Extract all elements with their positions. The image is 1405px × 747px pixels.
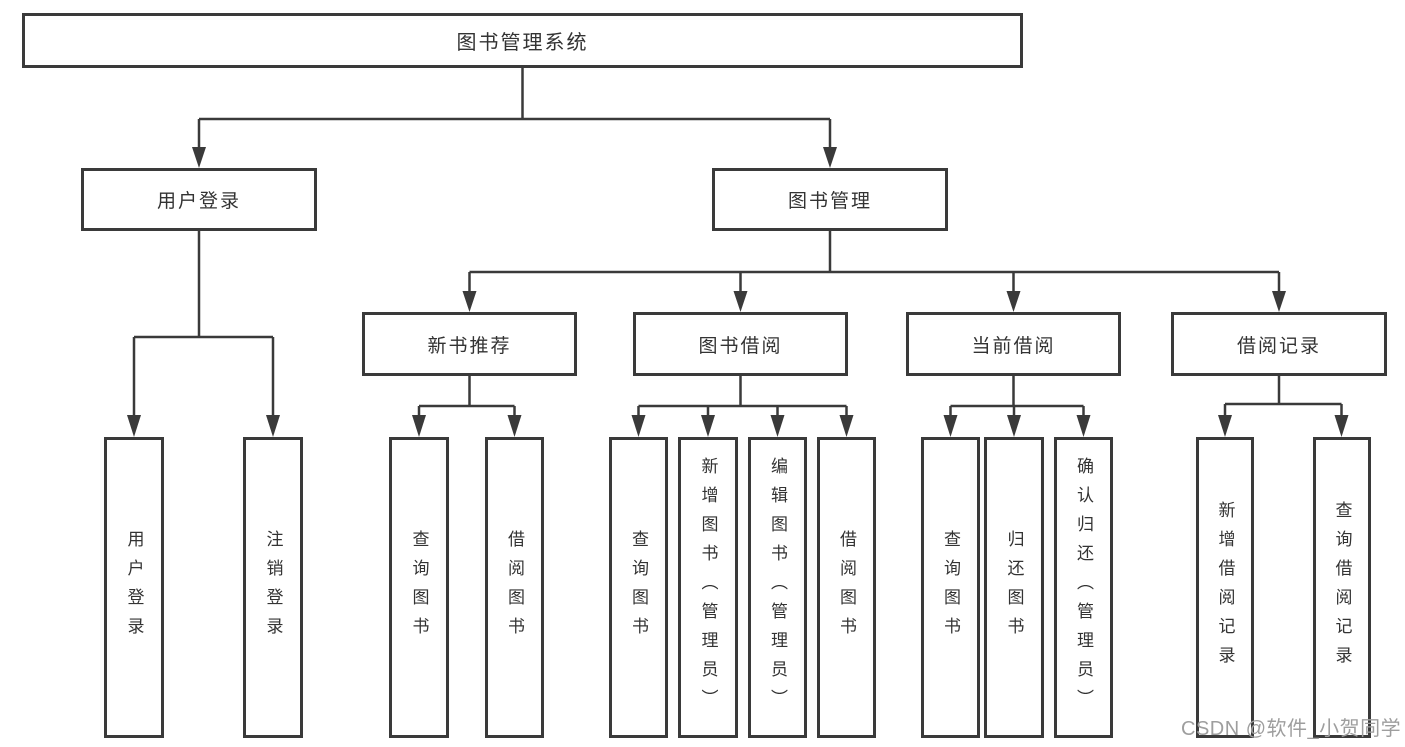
node-book-borrow: 图书借阅 xyxy=(633,312,848,376)
node-label: 确认归还（管理员） xyxy=(1074,457,1093,718)
leaf-query-books-current: 查询图书 xyxy=(921,437,980,738)
node-label: 图书借阅 xyxy=(698,335,783,357)
node-label: 注销登录 xyxy=(263,529,283,646)
connector-root-to-level2 xyxy=(192,68,837,168)
node-label: 图书管理 xyxy=(787,191,872,212)
node-label: 归还图书 xyxy=(1004,529,1024,646)
node-label: 查询图书 xyxy=(409,529,429,646)
leaf-return-book: 归还图书 xyxy=(984,437,1044,738)
node-label: 查询图书 xyxy=(629,529,648,646)
connector-recommend-to-leaves xyxy=(412,376,522,437)
leaf-logout: 注销登录 xyxy=(243,437,303,738)
node-label: 当前借阅 xyxy=(971,335,1056,357)
node-label: 图书管理系统 xyxy=(456,32,589,54)
node-book-management: 图书管理 xyxy=(712,168,948,231)
node-new-book-recommend: 新书推荐 xyxy=(362,312,577,376)
node-label: 用户登录 xyxy=(124,529,144,646)
node-current-borrow: 当前借阅 xyxy=(906,312,1121,376)
node-label: 编辑图书（管理员） xyxy=(768,457,787,718)
leaf-borrow-books: 借阅图书 xyxy=(817,437,876,738)
leaf-query-books-borrow: 查询图书 xyxy=(609,437,668,738)
leaf-query-borrow-record: 查询借阅记录 xyxy=(1313,437,1371,738)
leaf-add-book-admin: 新增图书（管理员） xyxy=(678,437,738,738)
node-label: 借阅记录 xyxy=(1236,335,1321,357)
node-label: 新增图书（管理员） xyxy=(698,457,718,718)
leaf-confirm-return-admin: 确认归还（管理员） xyxy=(1054,437,1113,738)
connector-current-to-leaves xyxy=(943,376,1091,437)
node-label: 借阅图书 xyxy=(837,529,856,646)
csdn-watermark: CSDN @软件_小贺同学 xyxy=(1181,718,1402,740)
leaf-edit-book-admin: 编辑图书（管理员） xyxy=(748,437,807,738)
node-label: 查询图书 xyxy=(941,529,960,646)
leaf-add-borrow-record: 新增借阅记录 xyxy=(1196,437,1254,738)
leaf-query-books-recommend: 查询图书 xyxy=(389,437,449,738)
node-label: 用户登录 xyxy=(156,191,241,212)
connector-records-to-leaves xyxy=(1218,376,1349,437)
node-label: 借阅图书 xyxy=(505,529,524,646)
node-user-login: 用户登录 xyxy=(81,168,317,231)
node-library-management-system: 图书管理系统 xyxy=(22,13,1023,68)
node-label: 新增借阅记录 xyxy=(1215,500,1235,675)
connector-borrow-to-leaves xyxy=(631,376,854,437)
connector-userlogin-to-leaves xyxy=(127,231,280,437)
node-label: 新书推荐 xyxy=(427,335,512,357)
leaf-borrow-books-recommend: 借阅图书 xyxy=(485,437,544,738)
connector-bookmgmt-to-level3 xyxy=(462,231,1286,312)
node-borrow-records: 借阅记录 xyxy=(1171,312,1387,376)
leaf-user-login: 用户登录 xyxy=(104,437,164,738)
node-label: 查询借阅记录 xyxy=(1332,500,1352,675)
